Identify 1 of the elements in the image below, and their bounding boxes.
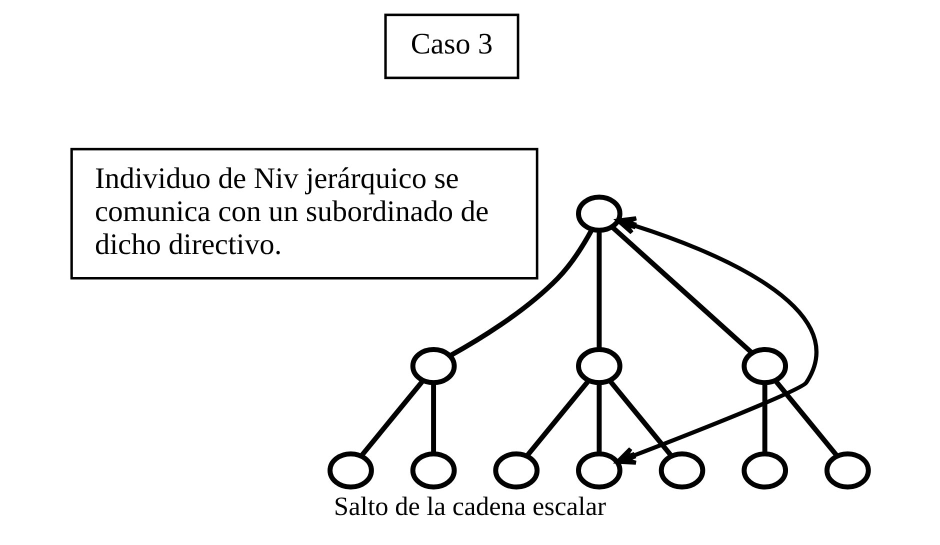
caption: Salto de la cadena escalar: [334, 490, 606, 521]
